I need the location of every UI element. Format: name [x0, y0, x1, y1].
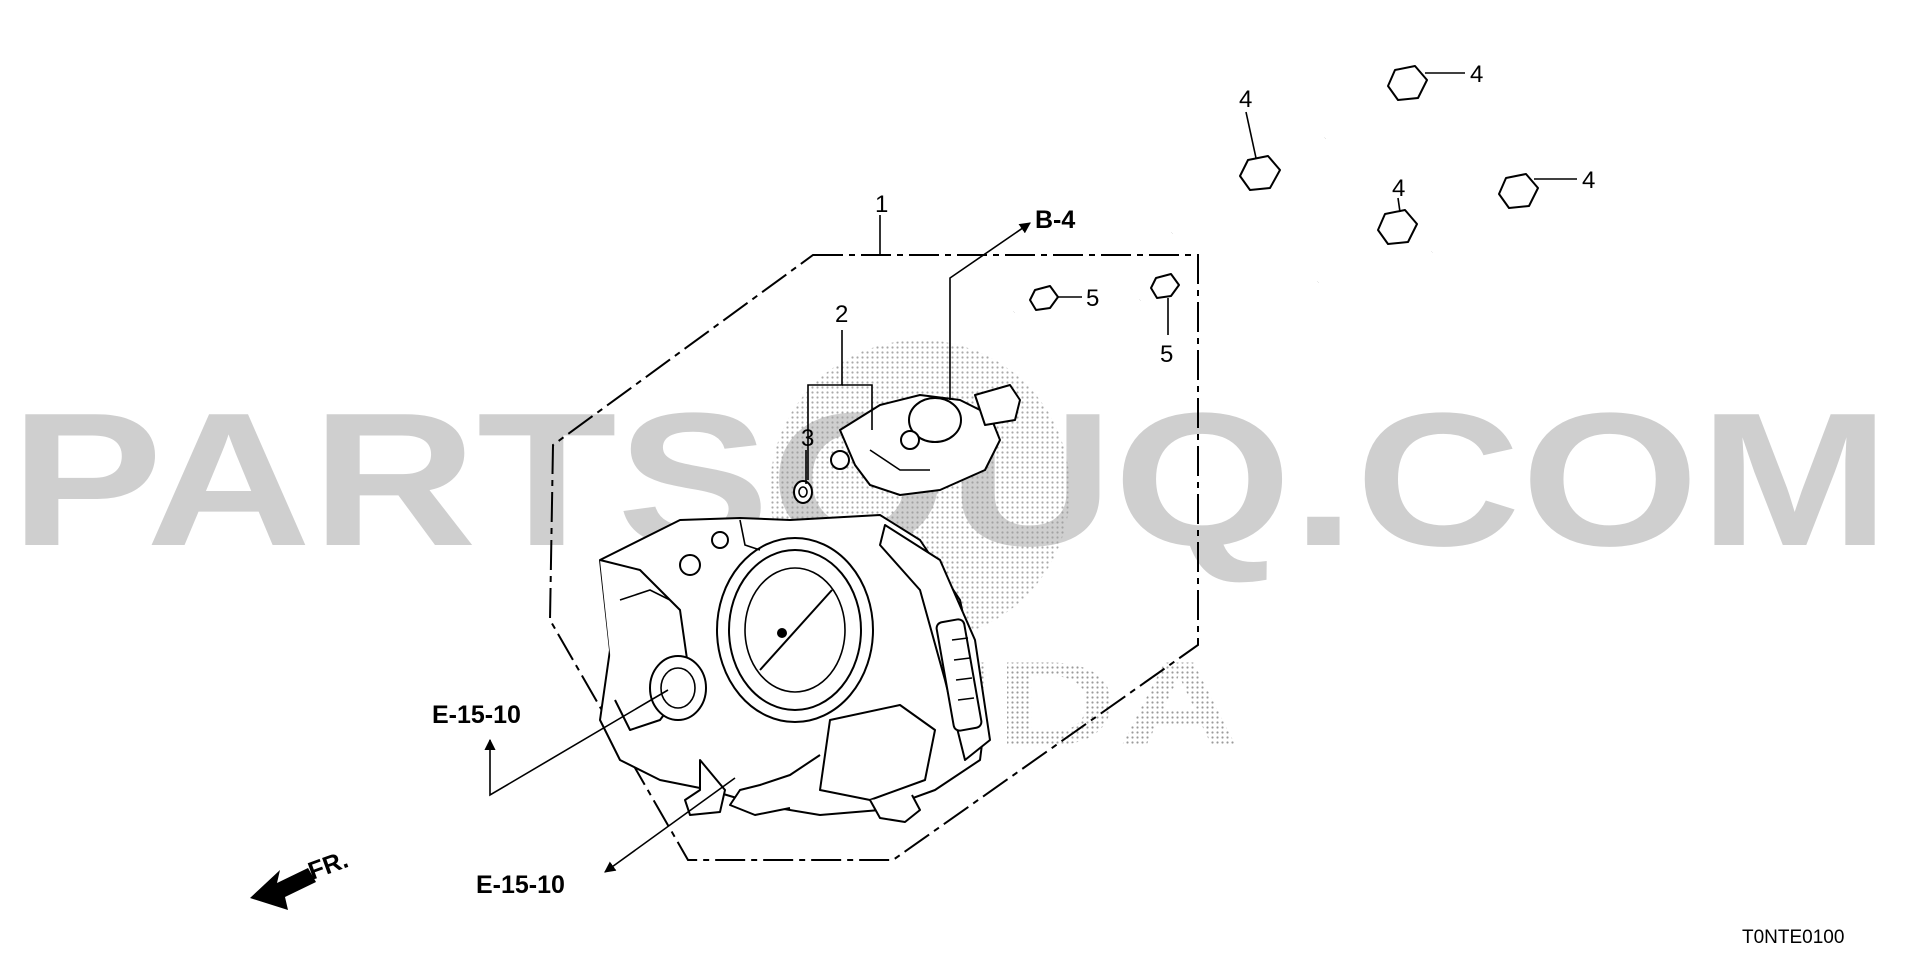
leader-line-2b	[842, 384, 873, 430]
short-bolt	[1137, 273, 1180, 304]
short-bolt	[1011, 285, 1059, 316]
leader-line-2	[807, 330, 843, 480]
ref-label-e15-10-lower: E-15-10	[476, 871, 565, 899]
e15-10-arrow-lower	[604, 777, 736, 873]
long-bolt	[1315, 209, 1418, 287]
diagram-code: T0NTE0100	[1742, 927, 1844, 948]
long-bolt	[1169, 155, 1281, 238]
throttle-body	[599, 514, 991, 823]
front-arrow-icon: FR.	[250, 846, 352, 910]
callout-5: 5	[1160, 341, 1173, 368]
ref-label-b4: B-4	[1035, 206, 1075, 234]
callout-3: 3	[801, 425, 814, 452]
callout-4: 4	[1239, 86, 1252, 113]
long-bolt	[1322, 65, 1428, 143]
ref-label-e15-10-upper: E-15-10	[432, 701, 521, 729]
o-ring	[793, 480, 813, 504]
callout-5: 5	[1086, 285, 1099, 312]
b4-arrow	[949, 222, 1031, 400]
leader-line-4c	[1397, 197, 1401, 213]
leader-line-4a	[1245, 111, 1257, 159]
long-bolt	[1429, 173, 1539, 257]
e15-10-arrow-upper	[484, 689, 669, 797]
callout-4: 4	[1470, 61, 1483, 88]
callout-1: 1	[875, 191, 888, 218]
callout-2: 2	[835, 301, 848, 328]
callout-4: 4	[1582, 167, 1595, 194]
front-label: FR.	[304, 846, 351, 886]
throttle-position-sensor	[830, 384, 1021, 496]
callout-4: 4	[1392, 175, 1405, 202]
assembly-boundary	[548, 254, 1199, 861]
